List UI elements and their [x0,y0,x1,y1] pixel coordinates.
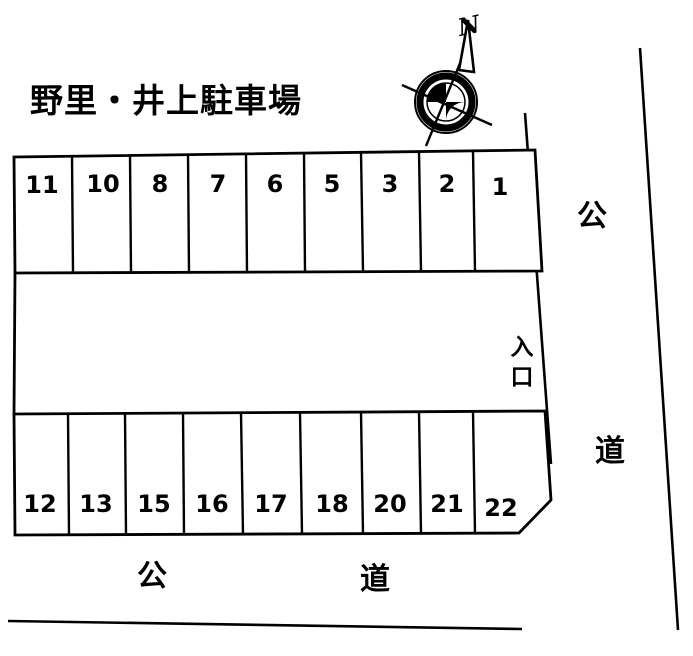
compass-north-label: N [455,9,483,42]
parking-stall-16[interactable]: 16 [195,490,229,518]
upper-divider-7 [417,151,423,272]
parking-stall-2[interactable]: 2 [438,170,456,198]
lower-divider-1 [66,413,71,535]
right-road-label-top: 公 [577,199,607,234]
upper-divider-4 [244,153,249,272]
upper-divider-1 [70,156,75,273]
parking-stall-18[interactable]: 18 [315,490,349,518]
bottom-road-boundary-line [7,619,523,631]
bottom-road-label-left: 公 [137,559,167,594]
parking-stall-22[interactable]: 22 [484,494,518,522]
lower-stall-block [12,409,553,537]
lower-divider-7 [417,411,423,534]
compass-cross-axis-b [424,55,465,147]
upper-block-outline [12,148,544,275]
driveway-left-edge [12,272,17,415]
entrance-label-bottom: 口 [510,364,534,391]
parking-stall-21[interactable]: 21 [430,490,464,518]
parking-stall-10[interactable]: 10 [86,170,120,198]
upper-divider-3 [186,154,191,273]
parking-stall-15[interactable]: 15 [137,490,171,518]
upper-divider-6 [359,152,365,272]
right-road-label-bottom: 道 [595,434,625,469]
compass-rose-icon [401,19,493,147]
driveway-area [12,272,17,415]
entrance-label-top: 入 [510,334,534,361]
lower-divider-6 [359,412,365,534]
parking-stall-6[interactable]: 6 [266,170,284,198]
lower-divider-3 [181,413,186,535]
parking-stall-13[interactable]: 13 [79,490,113,518]
compass-north-needle [457,19,476,74]
road-outer-boundary-line [638,47,680,631]
bottom-road-label-right: 道 [360,562,390,597]
parking-stall-11[interactable]: 11 [25,171,59,199]
parking-stall-8[interactable]: 8 [151,170,169,198]
upper-divider-2 [128,155,133,273]
upper-divider-8 [471,150,477,272]
lower-block-outline [12,409,553,537]
parking-stall-1[interactable]: 1 [491,173,509,201]
page-title: 野里・井上駐車場 [30,81,302,120]
parking-stall-5[interactable]: 5 [323,170,341,198]
parking-stall-17[interactable]: 17 [254,490,288,518]
parking-stall-12[interactable]: 12 [23,490,57,518]
compass-cross-axis-a [401,83,493,127]
bottom-road-boundary [7,619,523,631]
upper-divider-5 [302,153,307,272]
lower-divider-5 [298,412,304,534]
lower-divider-4 [239,412,245,535]
lower-divider-8 [471,411,477,534]
upper-stall-block [12,148,544,275]
parking-stall-20[interactable]: 20 [373,490,407,518]
parking-stall-3[interactable]: 3 [381,170,399,198]
lower-divider-2 [123,413,128,535]
right-road-boundaries [523,47,680,631]
parking-stall-7[interactable]: 7 [209,170,227,198]
